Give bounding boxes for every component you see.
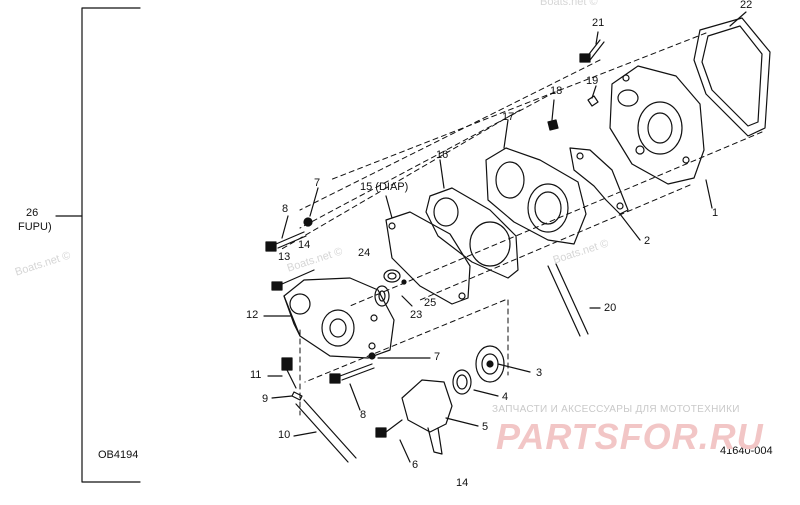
- part-label-25: 25: [424, 297, 437, 309]
- part-label-6: 6: [412, 459, 419, 471]
- part-label-20: 20: [604, 302, 617, 314]
- part-label-8-upper: 8: [282, 203, 289, 215]
- part-label-14-lower: 14: [456, 477, 469, 489]
- part-label-7-lower: 7: [434, 351, 441, 363]
- assembly-label-26-name: FUPU): [18, 221, 52, 233]
- hose-10: [295, 399, 357, 463]
- part-label-4: 4: [502, 391, 509, 403]
- part-label-15: 15 (DIAP): [360, 181, 409, 193]
- pump-body-17: [485, 147, 587, 245]
- part-label-5: 5: [482, 421, 489, 433]
- gasket-22: [693, 17, 771, 137]
- part-label-19: 19: [586, 75, 599, 87]
- part-label-13: 13: [278, 251, 291, 263]
- assembly-label-26-number: 26: [26, 207, 39, 219]
- drawing-code-right: 41640-004: [720, 445, 773, 457]
- part-label-16: 16: [436, 149, 449, 161]
- part-label-24: 24: [358, 247, 371, 259]
- part-label-2: 2: [644, 235, 651, 247]
- watermark-top: Boats.net ©: [540, 0, 598, 8]
- part-label-17: 17: [502, 111, 515, 123]
- hose-20: [547, 263, 589, 337]
- part-label-11: 11: [250, 369, 262, 381]
- part-label-3: 3: [536, 367, 543, 379]
- part-label-23: 23: [410, 309, 423, 321]
- part-label-10: 10: [278, 429, 291, 441]
- site-banner-text: ЗАПЧАСТИ И АКСЕССУАРЫ ДЛЯ МОТОТЕХНИКИ: [492, 404, 740, 415]
- part-label-8-lower: 8: [360, 409, 367, 421]
- part-label-1: 1: [712, 207, 719, 219]
- pump-housing-12: [283, 277, 395, 359]
- assembly-bracket: [81, 7, 141, 483]
- diaphragm-15: [385, 211, 471, 305]
- part-label-7-upper: 7: [314, 177, 321, 189]
- filter-cover-5: [401, 379, 453, 433]
- pump-cover-1: [609, 65, 705, 185]
- part-label-12: 12: [246, 309, 259, 321]
- part-label-22: 22: [740, 0, 753, 11]
- impeller-3: [475, 345, 505, 383]
- site-brand-logo: PARTSFOR.RU: [496, 416, 764, 457]
- part-label-18: 18: [550, 85, 563, 97]
- plate-2: [569, 147, 629, 215]
- drawing-code-left: OB4194: [98, 449, 139, 461]
- part-label-21: 21: [592, 17, 605, 29]
- part-label-14-upper: 14: [298, 239, 311, 251]
- part-label-9: 9: [262, 393, 269, 405]
